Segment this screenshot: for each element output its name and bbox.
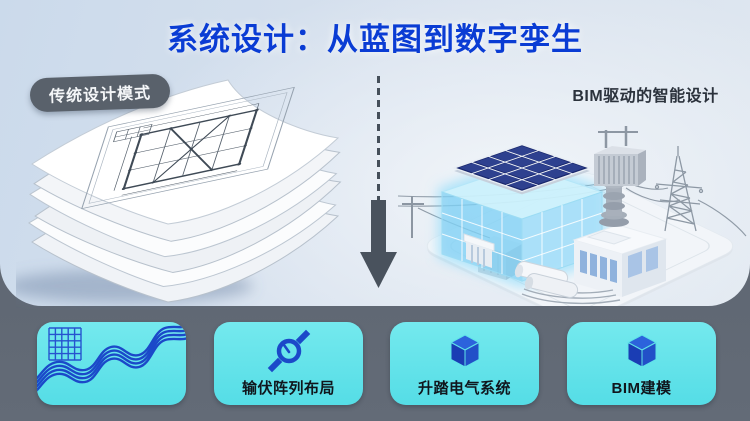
down-arrow-icon bbox=[360, 200, 397, 288]
cube-icon bbox=[443, 329, 487, 373]
card-pv-array-layout[interactable]: 输伏阵列布局 bbox=[214, 322, 363, 405]
page-title: 系统设计：从蓝图到数字孪生 bbox=[167, 22, 583, 57]
bim-plant-illustration bbox=[398, 126, 747, 306]
card-waveform-overview[interactable] bbox=[37, 322, 186, 405]
waveform-grid-icon bbox=[37, 325, 186, 392]
card-bim-modeling[interactable]: BIM建模 bbox=[567, 322, 716, 405]
dashed-line bbox=[377, 76, 380, 200]
card-label: 输伏阵列布局 bbox=[241, 380, 335, 397]
sync-gauge-icon bbox=[267, 329, 311, 373]
card-electrical-system[interactable]: 升踏电气系统 bbox=[390, 322, 539, 405]
traditional-mode-badge: 传统设计模式 bbox=[29, 73, 171, 113]
card-label: BIM建模 bbox=[611, 380, 672, 397]
cube-icon bbox=[620, 329, 664, 373]
bim-mode-label: BIM驱动的智能设计 bbox=[572, 88, 719, 105]
card-label: 升踏电气系统 bbox=[417, 380, 511, 397]
blueprint-stack-illustration bbox=[16, 79, 342, 303]
transition-arrow bbox=[360, 76, 397, 288]
